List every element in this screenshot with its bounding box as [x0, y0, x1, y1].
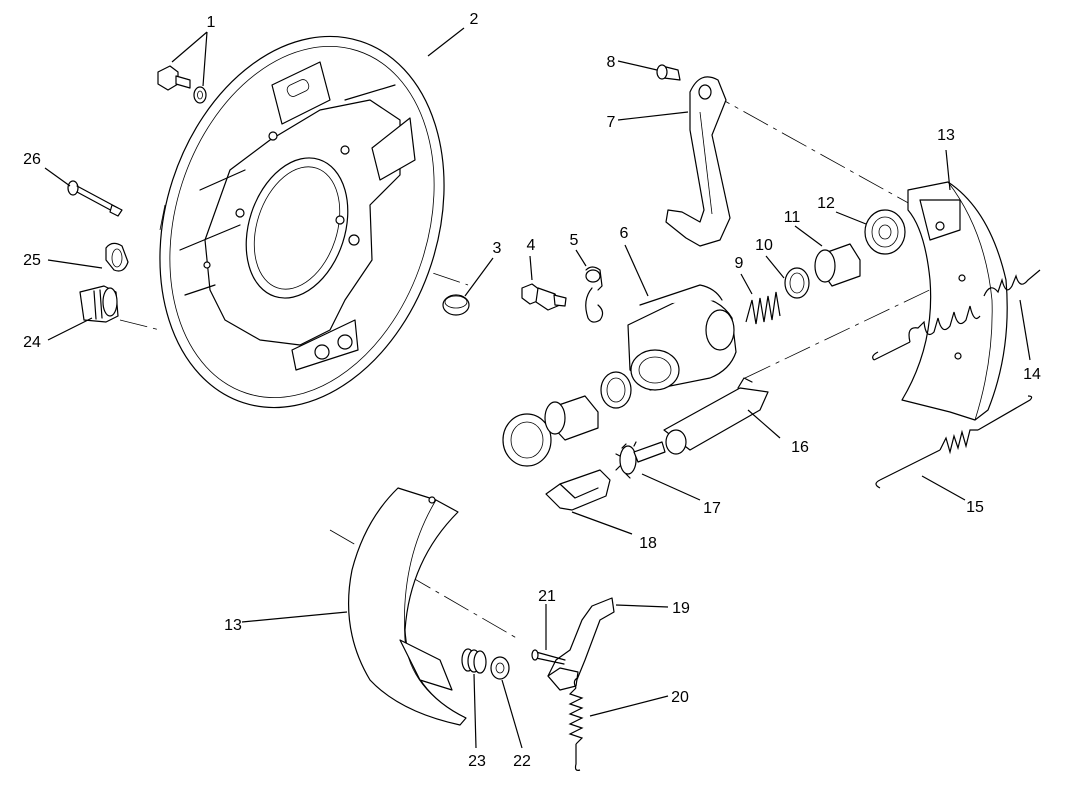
callout-10: 10 [755, 237, 773, 254]
bleeder-cap [585, 266, 604, 323]
cup-seal-left [600, 371, 632, 409]
callout-25: 25 [23, 252, 41, 269]
access-plug [79, 285, 119, 323]
return-spring-upper [872, 269, 1041, 361]
callout-8: 8 [607, 54, 616, 71]
callout-17: 17 [703, 500, 721, 517]
callout-12: 12 [817, 195, 835, 212]
brake-shoe-left [347, 487, 467, 726]
bleeder-valve [521, 283, 567, 311]
callout-23: 23 [468, 753, 486, 770]
piston-left [544, 395, 599, 441]
lever-pin [656, 64, 681, 81]
callout-13-right: 13 [937, 127, 955, 144]
callout-3: 3 [493, 240, 502, 257]
mounting-bolt [157, 65, 207, 104]
callout-16: 16 [791, 439, 809, 456]
brake-shoe-right [901, 181, 1008, 421]
grommet [105, 242, 129, 272]
callout-4: 4 [527, 237, 536, 254]
callout-labels: 1 2 3 4 5 6 7 8 9 10 11 12 13 14 15 16 1… [23, 11, 1041, 770]
callout-26: 26 [23, 151, 41, 168]
piston [814, 243, 861, 287]
bleeder-pin [67, 180, 123, 217]
leader-lines [44, 27, 1031, 749]
callout-6: 6 [620, 225, 629, 242]
boot-left [502, 413, 552, 467]
dust-boot [864, 209, 906, 255]
star-wheel [615, 441, 666, 479]
callout-5: 5 [570, 232, 579, 249]
cup-seal [784, 267, 810, 299]
callout-24: 24 [23, 334, 41, 351]
hold-down-spring [461, 648, 487, 674]
callout-2: 2 [470, 11, 479, 28]
callout-13-left: 13 [224, 617, 242, 634]
adjuster-spring [568, 677, 584, 771]
callout-18: 18 [639, 535, 657, 552]
callout-19: 19 [672, 600, 690, 617]
adjuster-sleeve [663, 377, 769, 455]
wheel-cylinder [627, 284, 737, 391]
callout-11: 11 [784, 209, 801, 226]
callout-1: 1 [207, 14, 216, 31]
callout-15: 15 [966, 499, 984, 516]
hold-down-pin [531, 649, 566, 665]
callout-22: 22 [513, 753, 531, 770]
backing-plate-plug [442, 294, 470, 316]
callout-7: 7 [607, 114, 616, 131]
retainer-cup [490, 656, 510, 680]
callout-14: 14 [1023, 366, 1041, 383]
cylinder-spring [745, 291, 781, 325]
parking-lever [665, 76, 731, 247]
callout-21: 21 [538, 588, 556, 605]
return-spring-lower [875, 395, 1033, 489]
callout-20: 20 [671, 689, 689, 706]
backing-plate [159, 35, 445, 409]
adjuster-lever [547, 597, 615, 691]
adjuster-socket [545, 469, 611, 511]
callout-9: 9 [735, 255, 744, 272]
